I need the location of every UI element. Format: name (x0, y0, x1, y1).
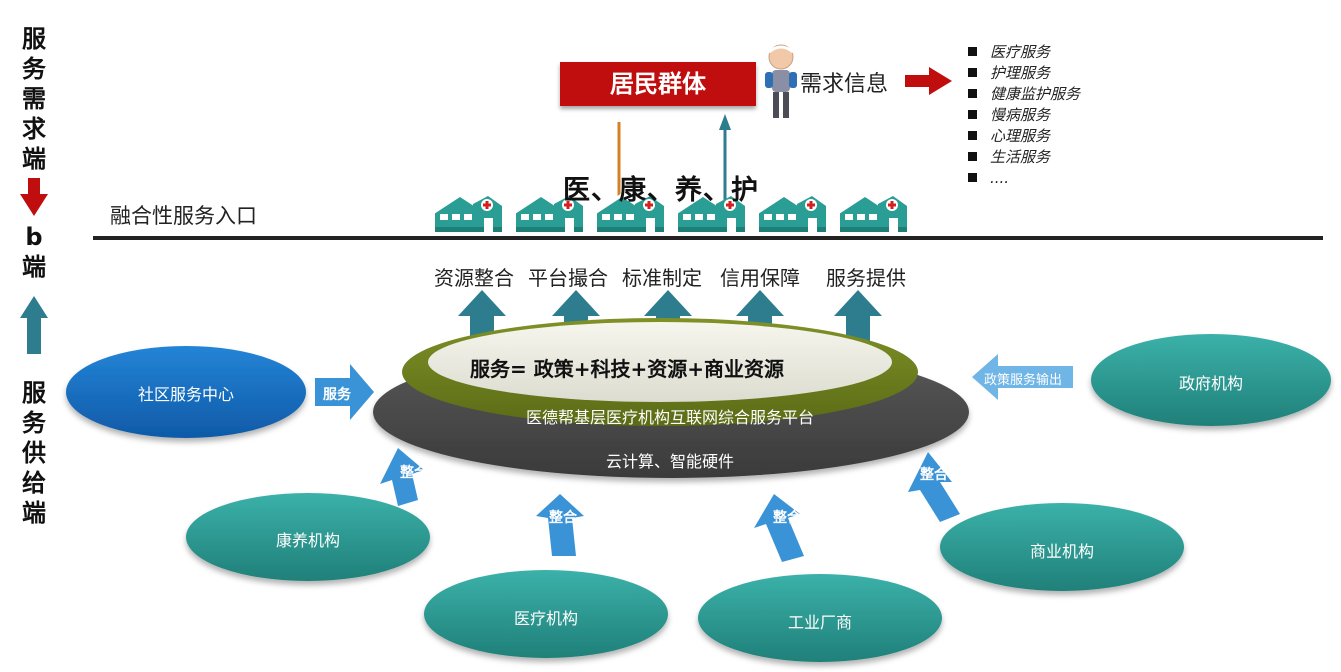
bullet-square-icon (968, 110, 977, 119)
resident-group-box: 居民群体 (560, 62, 756, 106)
demand-side-text: 服务需求端 (22, 25, 46, 173)
community-center-label: 社区服务中心 (137, 385, 234, 404)
function-label-credit: 信用保障 (720, 266, 800, 290)
medical-ellipse (424, 570, 668, 658)
integrate-arrow-commercial (908, 452, 960, 522)
demand-info-label: 需求信息 (800, 72, 889, 97)
supply-side-label: 服务供给端 (14, 378, 54, 528)
bullet-square-icon (968, 89, 977, 98)
government-ellipse (1091, 334, 1331, 426)
demand-item: 慢病服务 (968, 105, 1080, 126)
demand-item-text: 慢病服务 (990, 106, 1051, 124)
integrate-label-health-care: 整合 (400, 465, 428, 481)
supply-side-text: 服务供给端 (22, 379, 46, 527)
demand-item-text: 医疗服务 (990, 43, 1051, 61)
up-arrow-teal (20, 296, 48, 354)
integrate-arrow-health-care (380, 448, 424, 506)
demand-item: 护理服务 (968, 63, 1080, 84)
down-arrow-red (20, 178, 48, 216)
platform-name: 医德帮基层医疗机构互联网综合服务平台 (525, 408, 814, 427)
headline-text: 医、康、养、护 (563, 175, 759, 206)
demand-item-text: 护理服务 (990, 64, 1051, 82)
integrate-label-commercial: 整合 (920, 467, 948, 483)
community-center-ellipse (66, 346, 306, 438)
function-up-arrow (834, 290, 882, 344)
commercial-label: 商业机构 (1029, 542, 1094, 561)
clinic-house-icon (512, 193, 583, 232)
bullet-square-icon (968, 47, 977, 56)
function-label-standard: 标准制定 (622, 266, 702, 290)
demand-item-text: .... (990, 169, 1010, 187)
demand-arrow-red (905, 67, 952, 95)
clinic-house-icon (431, 193, 502, 232)
demand-item: 生活服务 (968, 147, 1080, 168)
function-label-resource: 资源整合 (434, 266, 514, 290)
demand-item: .... (968, 168, 1080, 189)
function-label-matching: 平台撮合 (528, 266, 608, 290)
government-label: 政府机构 (1178, 374, 1243, 393)
service-arrow (315, 364, 374, 420)
industrial-ellipse (698, 574, 942, 662)
integrate-arrow-medical (536, 494, 584, 556)
bullet-square-icon (968, 68, 977, 77)
bullet-square-icon (968, 131, 977, 140)
medical-label: 医疗机构 (513, 609, 578, 628)
b-side-label: b端 (14, 222, 54, 282)
integrate-arrow-industrial (754, 494, 804, 562)
demand-item-text: 生活服务 (990, 148, 1051, 166)
service-arrow-label: 服务 (323, 387, 351, 403)
demand-item-text: 心理服务 (990, 127, 1051, 145)
demand-item: 健康监护服务 (968, 84, 1080, 105)
clinic-house-icon (674, 193, 745, 232)
demand-item: 心理服务 (968, 126, 1080, 147)
policy-arrow-label: 政策服务输出 (984, 373, 1063, 388)
elderly-person-icon (765, 44, 797, 118)
health-care-label: 康养机构 (275, 531, 340, 550)
function-label-provision: 服务提供 (826, 266, 906, 290)
demand-item: 医疗服务 (968, 42, 1080, 63)
integrate-label-industrial: 整合 (773, 510, 801, 526)
clinic-house-icon (755, 193, 826, 232)
service-portal-label: 融合性服务入口 (110, 204, 257, 228)
policy-arrow (972, 354, 1073, 400)
demand-side-label: 服务需求端 (14, 24, 54, 174)
commercial-ellipse (940, 503, 1184, 591)
formula-layer-ellipse (428, 322, 892, 402)
clinic-house-icon (593, 193, 664, 232)
demand-list: 医疗服务护理服务健康监护服务慢病服务心理服务生活服务.... (968, 42, 1080, 189)
integrate-label-medical: 整合 (549, 510, 577, 526)
health-care-ellipse (186, 493, 430, 581)
infrastructure-label: 云计算、智能硬件 (605, 452, 734, 471)
function-up-arrow (458, 290, 506, 344)
b-side-text: b端 (22, 223, 46, 281)
demand-item-text: 健康监护服务 (990, 85, 1081, 103)
bullet-square-icon (968, 173, 977, 182)
industrial-label: 工业厂商 (787, 613, 852, 632)
service-formula: 服务= 政策+科技+资源+商业资源 (470, 357, 784, 381)
bullet-square-icon (968, 152, 977, 161)
clinic-house-icon (836, 193, 907, 232)
